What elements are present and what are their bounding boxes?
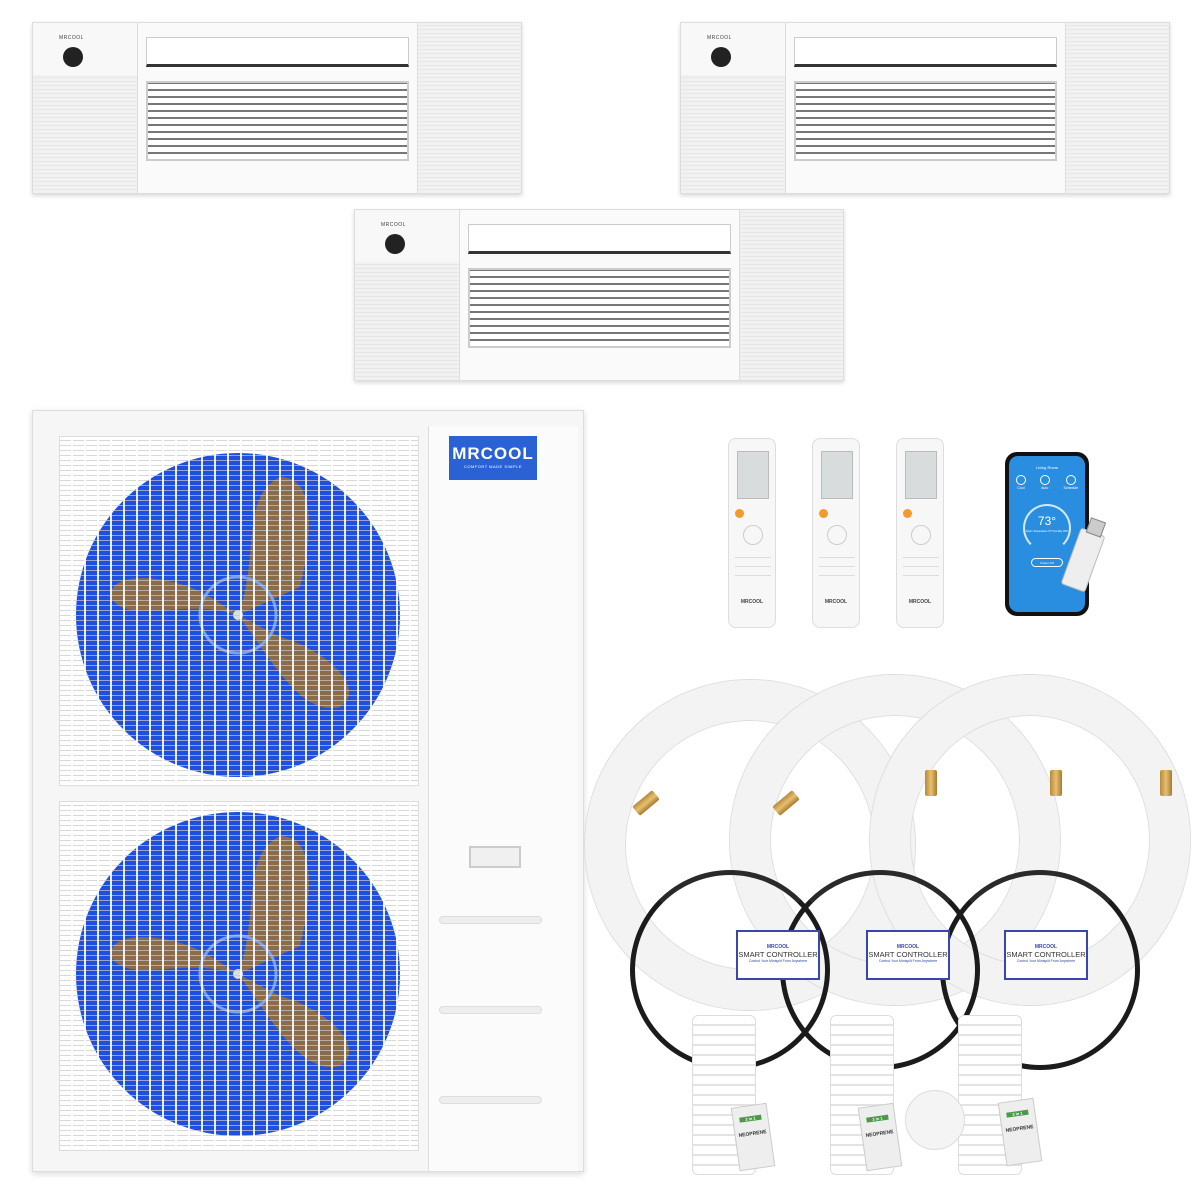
remote-control: MRCOOL	[812, 438, 860, 628]
box-subtitle: Control Your Minisplit From Anywhere	[748, 959, 808, 963]
power-icon	[819, 509, 828, 518]
remote-brand: MRCOOL	[824, 599, 848, 605]
power-icon	[903, 509, 912, 518]
temperature-dial	[1023, 504, 1071, 552]
ceiling-cassette-unit: MRCOOL	[354, 209, 844, 381]
temperature-detail: Room Temperature 75° Humidity 45%	[1026, 530, 1068, 533]
box-title: SMART CONTROLLER	[1006, 950, 1086, 959]
fan-icon	[76, 453, 400, 777]
box-brand: MRCOOL	[1034, 944, 1058, 950]
box-title: SMART CONTROLLER	[738, 950, 818, 959]
handle	[469, 846, 521, 868]
flare-fitting	[1050, 770, 1062, 796]
air-grille	[468, 268, 731, 348]
flare-fitting	[925, 770, 937, 796]
knob-icon	[385, 234, 405, 254]
packet-label: NEOPRENE	[1005, 1124, 1034, 1134]
temperature-readout: 73°	[1037, 514, 1057, 528]
remote-brand: MRCOOL	[740, 599, 764, 605]
ceiling-cassette-unit: MRCOOL	[32, 22, 522, 194]
flare-fitting	[1160, 770, 1172, 796]
power-off-button: Power Off	[1031, 558, 1063, 567]
smartphone-app: Living Room Cool Auto Schedule 73° Room …	[1005, 452, 1089, 616]
box-brand: MRCOOL	[896, 944, 920, 950]
packet-label: NEOPRENE	[738, 1129, 767, 1139]
unit-brand: MRCOOL	[381, 222, 406, 228]
air-grille	[146, 81, 409, 161]
box-subtitle: Control Your Minisplit From Anywhere	[1016, 959, 1076, 963]
unit-brand: MRCOOL	[707, 35, 732, 41]
mode-schedule: Schedule	[1063, 475, 1078, 490]
ceiling-cassette-unit: MRCOOL	[680, 22, 1170, 194]
fan-icon	[76, 812, 400, 1136]
power-icon	[735, 509, 744, 518]
mrcool-logo: MRCOOL COMFORT MADE SIMPLE	[449, 436, 537, 480]
packet-label: NEOPRENE	[865, 1129, 894, 1139]
remote-brand: MRCOOL	[908, 599, 932, 605]
wall-cap	[905, 1090, 965, 1150]
mode-cool: Cool	[1015, 475, 1026, 490]
air-grille	[794, 81, 1057, 161]
logo-text: MRCOOL	[452, 444, 534, 463]
remote-control: MRCOOL	[728, 438, 776, 628]
fan-bottom	[59, 801, 419, 1151]
side-panel: MRCOOL COMFORT MADE SIMPLE	[428, 426, 578, 1171]
room-title: Living Room	[1035, 465, 1059, 470]
knob-icon	[63, 47, 83, 67]
mode-auto: Auto	[1039, 475, 1050, 490]
box-brand: MRCOOL	[766, 944, 790, 950]
box-title: SMART CONTROLLER	[868, 950, 948, 959]
knob-icon	[711, 47, 731, 67]
outdoor-condenser-unit: MRCOOL COMFORT MADE SIMPLE	[32, 410, 584, 1172]
fan-top	[59, 436, 419, 786]
remote-control: MRCOOL	[896, 438, 944, 628]
unit-brand: MRCOOL	[59, 35, 84, 41]
logo-tagline: COMFORT MADE SIMPLE	[463, 464, 523, 469]
box-subtitle: Control Your Minisplit From Anywhere	[878, 959, 938, 963]
